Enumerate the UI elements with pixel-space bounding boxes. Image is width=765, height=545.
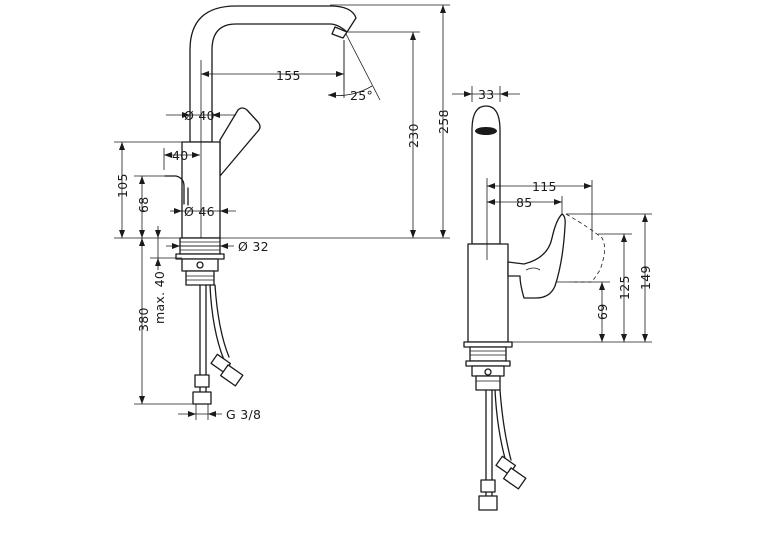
label-spout-diameter: Ø 40 <box>184 108 215 123</box>
label-lever-reach-max: 115 <box>532 179 557 194</box>
label-hose-length: 380 <box>136 307 151 332</box>
side-lever <box>507 213 566 299</box>
label-aerator-height: 230 <box>406 123 421 148</box>
aerator <box>331 26 348 39</box>
side-threaded-base <box>463 341 513 391</box>
popup-rod <box>164 175 189 206</box>
label-spout-reach: 155 <box>276 68 301 83</box>
front-view: 155 25° Ø 40 40 Ø 46 Ø 32 105 68 230 258… <box>114 4 451 422</box>
side-spout-column <box>471 105 501 245</box>
front-dimensions <box>114 4 450 420</box>
side-supply-hoses <box>478 389 527 511</box>
label-lever-mid-height: 125 <box>617 275 632 300</box>
side-lever-alt-position <box>565 213 605 283</box>
threaded-base <box>175 237 225 286</box>
label-body-depth: 40 <box>172 148 189 163</box>
label-body-diameter: Ø 46 <box>184 204 215 219</box>
label-spout-width: 33 <box>478 87 495 102</box>
label-base-diameter: Ø 32 <box>238 239 269 254</box>
label-connection-thread: G 3/8 <box>226 407 261 422</box>
label-lever-height: 105 <box>115 173 130 198</box>
supply-hoses <box>192 284 244 405</box>
label-total-height: 258 <box>436 109 451 134</box>
label-spout-angle: 25° <box>350 88 373 103</box>
side-view: 33 115 85 69 125 149 <box>452 86 653 511</box>
label-lever-total-height: 149 <box>638 265 653 290</box>
side-dimensions <box>452 86 652 343</box>
lever-handle <box>219 107 261 177</box>
side-body <box>467 243 509 343</box>
label-lever-pivot-height: 68 <box>136 196 151 213</box>
label-lever-reach: 85 <box>516 195 533 210</box>
label-max-counter-thickness: max. 40 <box>152 271 167 324</box>
label-lever-base-height: 69 <box>595 303 610 320</box>
side-aerator <box>475 127 497 135</box>
spout-outline <box>189 5 357 143</box>
